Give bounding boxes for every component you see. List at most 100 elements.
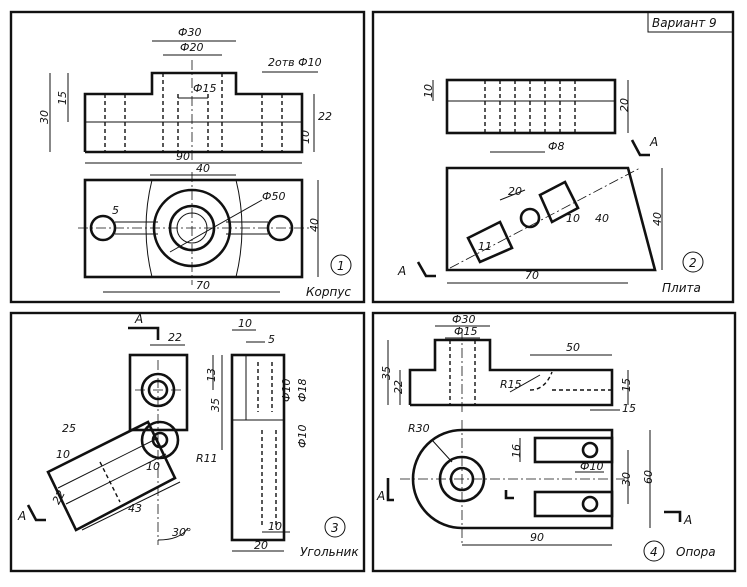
p4-section-arrow-right: [664, 510, 682, 522]
p3-dim-d18: Ф18: [296, 379, 309, 402]
p2-hole: [519, 207, 541, 229]
panel-1-frame: [9, 10, 366, 304]
p3-dim-ang30: 30°: [172, 526, 192, 539]
p2-boss-upper: [538, 180, 580, 224]
p4-number: 4: [650, 545, 658, 559]
p3-dim-w10b: 10: [268, 520, 282, 533]
p3-number: 3: [331, 521, 339, 535]
p1-dim-v5: 5: [112, 204, 119, 217]
panel-1: Ф30 Ф20 Ф15 2отв Ф10 30 15 22 10 90 40: [38, 26, 352, 299]
p4-section-left: A: [376, 489, 385, 503]
p4-dim-r30: R30: [408, 422, 430, 435]
variant-label: Вариант 9: [652, 16, 717, 30]
p3-dim-d10b: Ф10: [296, 425, 309, 448]
p3-pivot-outer: [140, 420, 180, 460]
p2-section-bottom: A: [397, 264, 406, 278]
p4-dim-d15: Ф15: [454, 325, 477, 338]
p3-title: Угольник: [300, 545, 359, 559]
p4-dim-h60: 60: [642, 470, 655, 484]
p2-section-top: A: [649, 135, 658, 149]
p2-dim-w20: 20: [508, 185, 522, 198]
p3-inclined-arm: [46, 420, 177, 532]
p4-dim-d10: Ф10: [580, 460, 603, 473]
p1-dim-h22: 22: [318, 110, 332, 123]
p2-dim-v40: 40: [651, 212, 664, 226]
p1-dim-w40: 40: [196, 162, 210, 175]
p1-number-circle: [330, 254, 352, 276]
p1-dim-w70: 70: [196, 279, 210, 292]
p1-title: Корпус: [306, 285, 351, 299]
p2-dim-line: [499, 189, 526, 201]
p1-dim-d20: Ф20: [180, 41, 203, 54]
panel-2: 10 20 Ф8 A 20 10 40 40 11 70 A 2 Плита: [397, 78, 704, 295]
p2-dim-a10: 10: [566, 212, 580, 225]
p3-hidden: [99, 461, 121, 503]
p3-dim-d10: Ф10: [280, 379, 293, 402]
p3-arm-edge: [57, 437, 159, 489]
p4-dim-w15: 15: [622, 402, 636, 415]
p1-top-boss: [145, 179, 243, 278]
panel-3-frame: [9, 311, 366, 573]
p4-number-circle: [643, 540, 665, 562]
p1-dim-h10: 10: [299, 130, 312, 144]
p3-dim-h35: 35: [209, 398, 222, 412]
panel-3: A 22 R11 25 10 10 22 43 30° A: [17, 312, 359, 559]
p3-dim-a25: 25: [62, 422, 76, 435]
p4-corner-mark: [504, 490, 514, 500]
p4-section-arrow-left: [386, 478, 394, 502]
p2-number-circle: [682, 251, 704, 273]
p1-number: 1: [337, 259, 345, 273]
p4-dim-h22: 22: [392, 380, 405, 394]
panel-2-frame: [371, 10, 735, 304]
variant-box: [647, 11, 734, 33]
p2-dim-h10: 10: [422, 84, 435, 98]
p3-dim-a43: 43: [128, 502, 142, 515]
p4-top-outline: [411, 428, 614, 530]
p1-top-outline: [83, 178, 304, 279]
p1-dim-h30: 30: [38, 110, 51, 124]
p3-vertical-arm: [128, 353, 189, 432]
p3-dim-r11: R11: [196, 452, 218, 465]
p4-slot-upper: [533, 436, 614, 464]
p3-section-arrow-top: [128, 326, 160, 340]
p2-front-outline: [445, 78, 617, 135]
p3-dim-w20: 20: [254, 539, 268, 552]
p2-dim-a40: 40: [595, 212, 609, 225]
p3-dim-w10: 10: [238, 317, 252, 330]
p4-dim-w90: 90: [530, 531, 544, 544]
p4-dim-h35: 35: [380, 366, 393, 380]
p1-dim-holes: 2отв Ф10: [268, 56, 322, 69]
p1-dim-v40: 40: [308, 218, 321, 232]
p4-dim-r15: R15: [500, 378, 522, 391]
p4-leader-r30: [431, 439, 453, 463]
p3-dim-a10b: 10: [146, 460, 160, 473]
p1-dim-d15: Ф15: [193, 82, 216, 95]
p3-dim-a22b: 22: [50, 488, 68, 506]
p1-dim-d30: Ф30: [178, 26, 201, 39]
p3-section-arrow-bottom: [26, 504, 46, 522]
p3-dim-line: [81, 481, 181, 531]
p2-dim-a11: 11: [478, 240, 492, 253]
p1-dim-d50: Ф50: [262, 190, 285, 203]
p4-section-right: A: [683, 513, 692, 527]
p3-section-top: A: [134, 312, 143, 326]
p4-dim-d30: Ф30: [452, 313, 475, 326]
p4-dim-w50: 50: [566, 341, 580, 354]
p3-dim-h13: 13: [205, 368, 218, 382]
p2-dim-w70: 70: [525, 269, 539, 282]
p1-front-outline: [83, 71, 304, 154]
p2-boss-lower: [466, 220, 514, 264]
p3-pivot-inner: [151, 431, 169, 449]
p2-top-outline: [445, 166, 657, 272]
p4-dim-h16: 16: [510, 444, 523, 458]
p4-front-outline: [408, 338, 614, 407]
p2-title: Плита: [662, 281, 701, 295]
p2-diagonal: [449, 167, 641, 269]
p1-dim-h15: 15: [56, 91, 69, 105]
p4-slot-lower: [533, 490, 614, 518]
p4-dim-h30: 30: [620, 472, 633, 486]
p3-arm-edge: [65, 453, 167, 505]
p3-angle-arc: [157, 527, 189, 541]
